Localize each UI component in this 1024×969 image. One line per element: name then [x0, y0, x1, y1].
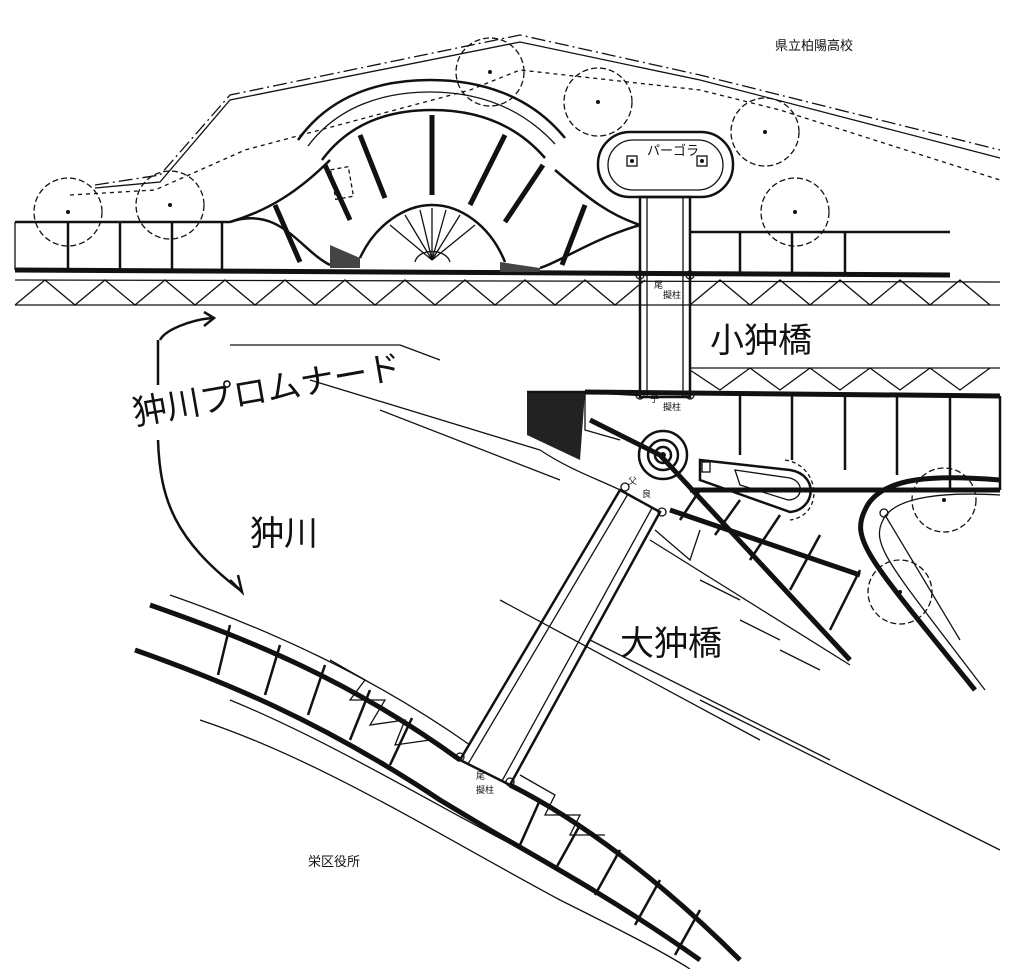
bridge-post-label: 尾 — [654, 280, 663, 291]
bridge-post-label: 擬柱 — [476, 784, 494, 796]
school-label: 県立柏陽高校 — [775, 38, 853, 54]
bridge-post-label: 子 — [650, 394, 659, 405]
central-roundel-monument — [637, 429, 689, 481]
kojuku-bridge-label: 小狆橋 — [710, 321, 812, 361]
tree-icon — [33, 177, 103, 247]
north-promenade — [14, 220, 1001, 306]
kojuku-bridge: 尾 擬柱 子 擬柱 — [635, 195, 695, 413]
fountain-feature — [698, 458, 815, 521]
south-promenade — [134, 594, 742, 969]
bridge-post-label: 父 — [628, 476, 637, 487]
ojuku-bridge-label: 大狆橋 — [620, 624, 722, 664]
river-label: 狆川 — [250, 514, 318, 554]
southeast-promenade — [588, 417, 862, 671]
tree-icon — [563, 67, 633, 137]
amphitheatre-plaza — [229, 78, 641, 272]
pergola-label: パーゴラ — [647, 143, 699, 159]
tree-icon — [455, 37, 525, 107]
school-fence-line — [94, 41, 1001, 189]
pergola: パーゴラ — [596, 130, 735, 199]
middle-promenade — [527, 367, 1002, 493]
promenade-label: 狆川プロムナード — [130, 347, 405, 434]
site-boundary-line — [94, 34, 1001, 186]
ward-office-label: 栄区役所 — [308, 855, 360, 870]
tree-icon — [135, 170, 205, 240]
inner-dashed-path — [69, 69, 1001, 196]
bridge-post-label: 擬柱 — [663, 289, 681, 301]
tree-icon — [730, 97, 800, 167]
east-curved-wall — [858, 475, 1001, 692]
bridge-post-label: 尾 — [476, 771, 485, 782]
bridge-post-label: 良 — [642, 488, 651, 500]
river-lines — [230, 344, 1001, 851]
tree-icon — [760, 177, 830, 247]
bridge-post-label: 擬柱 — [663, 401, 681, 413]
flow-arrow-icon — [156, 310, 245, 596]
